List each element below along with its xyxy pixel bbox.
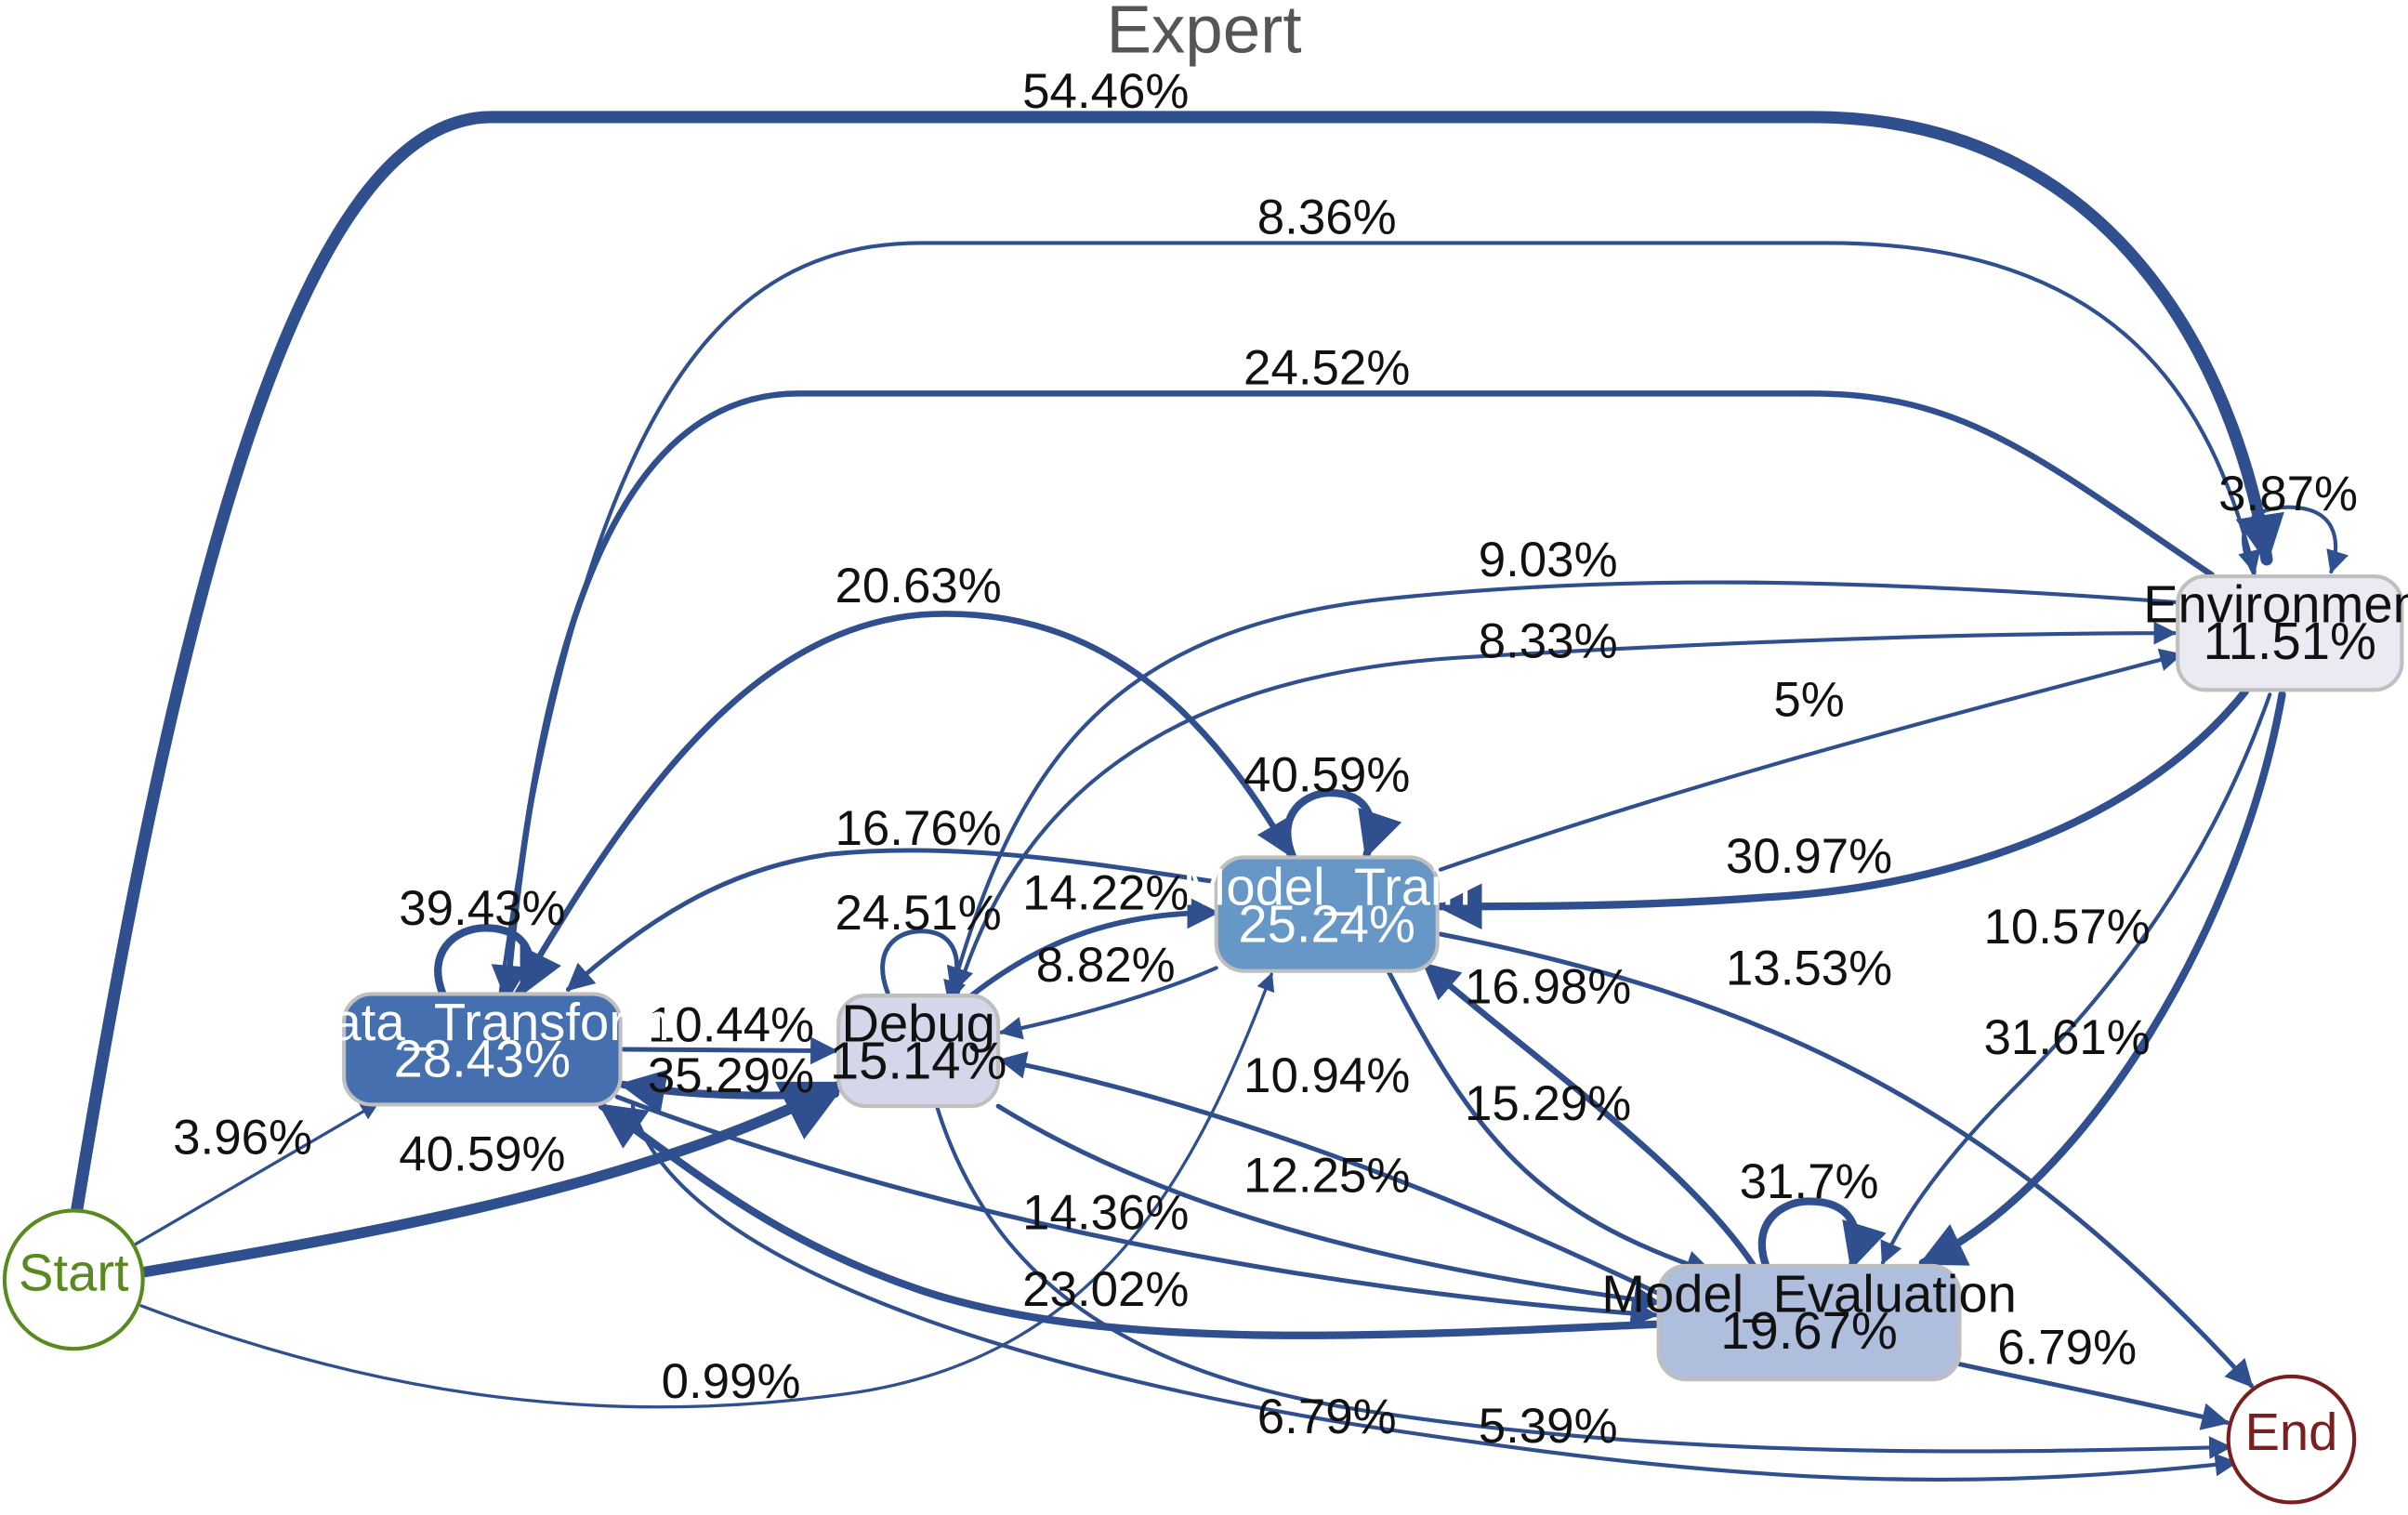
edge-label: 0.99% <box>662 1354 801 1409</box>
edge-start-dt <box>133 1101 380 1246</box>
diagram-title: Expert <box>1106 0 1301 68</box>
edge-mt-debug <box>998 966 1218 1040</box>
node-environment[interactable]: Environment 11.51% <box>2143 573 2408 692</box>
edge-label: 12.25% <box>1243 1149 1410 1204</box>
node-environment-label: Environment <box>2143 575 2408 634</box>
edge-env-dt <box>491 390 2215 1003</box>
edge-mt-dt <box>565 848 1219 992</box>
node-model-train[interactable]: Model_Train 25.24% <box>1183 855 1471 973</box>
edge-start-debug <box>138 1079 848 1278</box>
edge-label: 31.61% <box>1984 1010 2151 1065</box>
edge-label: 16.98% <box>1465 959 1631 1014</box>
edges <box>71 111 2349 1482</box>
edge-label: 10.44% <box>648 998 814 1053</box>
node-debug-value: 15.14% <box>830 1031 1007 1089</box>
edge-mt-self <box>1283 788 1402 862</box>
node-model-evaluation-label: Model_Evaluation <box>1601 1265 2017 1324</box>
node-end-label: End <box>2244 1403 2337 1461</box>
edge-label: 16.76% <box>836 801 1002 856</box>
edge-dt-self <box>434 924 561 997</box>
edge-me-end <box>1957 1362 2230 1430</box>
edge-label: 39.43% <box>399 881 565 936</box>
edge-label: 24.52% <box>1243 340 1410 395</box>
edge-label: 13.53% <box>1726 942 1892 996</box>
edge-debug-env <box>953 621 2178 1004</box>
edge-label: 40.59% <box>399 1127 565 1182</box>
edge-dt-end <box>630 1104 2239 1482</box>
edge-labels: 54.46% 8.36% 24.52% 3.87% 9.03% 8.33% 20… <box>173 64 2358 1454</box>
edge-label: 9.03% <box>1479 533 1618 587</box>
edge-mt-me <box>1386 968 1714 1278</box>
edge-label: 8.33% <box>1479 614 1618 669</box>
node-debug-label: Debug <box>841 995 995 1053</box>
edge-label: 30.97% <box>1726 829 1892 884</box>
edge-me-mt <box>1422 961 1757 1270</box>
node-data-transform[interactable]: Data_Transform 28.43% <box>295 992 670 1107</box>
node-start-label: Start <box>19 1243 129 1301</box>
edge-dt-me <box>614 1094 1659 1327</box>
edge-start-env <box>71 111 2284 1218</box>
node-data-transform-value: 28.43% <box>394 1030 572 1088</box>
node-debug[interactable]: Debug 15.14% <box>830 994 1007 1109</box>
edge-env-debug <box>943 580 2180 1005</box>
edge-mt-end <box>1438 931 2254 1389</box>
edge-label: 8.82% <box>1036 938 1176 993</box>
edge-label: 10.57% <box>1984 900 2151 955</box>
edge-env-mt <box>1436 687 2249 930</box>
edge-me-dt <box>598 1101 1660 1339</box>
edge-label: 15.29% <box>1465 1076 1631 1131</box>
edge-debug-mt <box>965 896 1220 1002</box>
edge-mt-env <box>1438 648 2183 872</box>
node-model-evaluation-value: 19.67% <box>1720 1301 1898 1360</box>
edge-label: 8.36% <box>1257 191 1397 245</box>
node-start[interactable]: Start <box>2 1208 145 1351</box>
edge-dt-debug <box>621 1036 838 1065</box>
node-model-train-label: Model_Train <box>1183 858 1471 916</box>
edge-start-mt <box>139 972 1275 1409</box>
edge-me-self <box>1757 1197 1887 1271</box>
edge-debug-me <box>995 1103 1662 1313</box>
edge-label: 3.87% <box>2218 467 2358 521</box>
node-model-evaluation[interactable]: Model_Evaluation 19.67% <box>1601 1263 2017 1382</box>
edge-label: 5.39% <box>1479 1399 1618 1454</box>
edge-label: 14.22% <box>1022 866 1189 921</box>
edge-label: 10.94% <box>1243 1048 1410 1103</box>
edge-label: 54.46% <box>1022 64 1189 119</box>
node-end[interactable]: End <box>2226 1374 2357 1505</box>
node-model-train-value: 25.24% <box>1238 894 1415 953</box>
edge-label: 23.02% <box>1022 1262 1189 1317</box>
edge-label: 20.63% <box>836 559 1002 613</box>
edge-env-me-2 <box>1918 691 2286 1267</box>
edge-debug-end <box>934 1104 2232 1459</box>
edge-me-debug <box>998 1051 1662 1297</box>
edge-label: 6.79% <box>1997 1321 2137 1376</box>
edge-label: 24.51% <box>836 886 1002 941</box>
edge-label: 6.79% <box>1257 1390 1397 1444</box>
edge-debug-self <box>880 929 974 995</box>
node-data-transform-label: Data_Transform <box>295 993 670 1051</box>
node-environment-value: 11.51% <box>2204 612 2376 670</box>
edge-label: 5% <box>1773 672 1844 727</box>
edge-label: 31.7% <box>1740 1154 1879 1209</box>
edge-env-self <box>2242 505 2349 577</box>
edge-label: 14.36% <box>1022 1185 1189 1240</box>
edge-label: 3.96% <box>173 1110 312 1165</box>
edge-label: 40.59% <box>1243 747 1410 802</box>
edge-env-me <box>1880 692 2272 1265</box>
edge-label: 35.29% <box>648 1048 814 1103</box>
edge-dt-mt <box>512 611 1294 999</box>
